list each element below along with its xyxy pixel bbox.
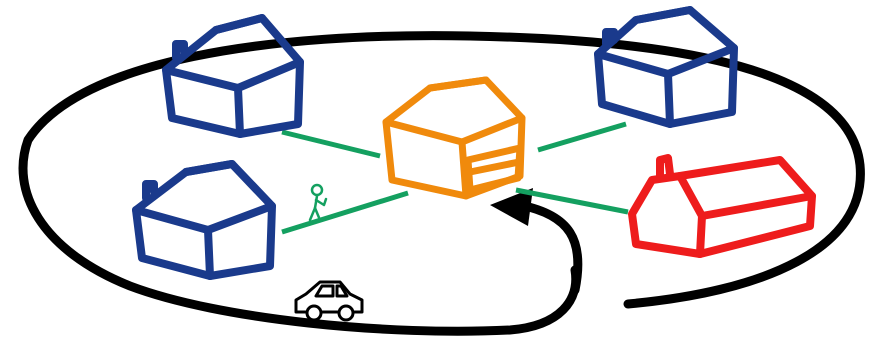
connector-line-top-left	[282, 132, 380, 156]
walking-person-icon	[310, 185, 326, 220]
church-icon	[632, 158, 812, 254]
house-bottom-left-icon	[136, 164, 272, 276]
house-top-left-icon	[166, 18, 300, 134]
car-icon	[296, 282, 362, 320]
connector-line-top-right	[538, 124, 626, 150]
connector-line-bottom-left	[282, 193, 408, 232]
central-barn-icon	[386, 80, 522, 196]
house-top-right-icon	[598, 10, 734, 124]
